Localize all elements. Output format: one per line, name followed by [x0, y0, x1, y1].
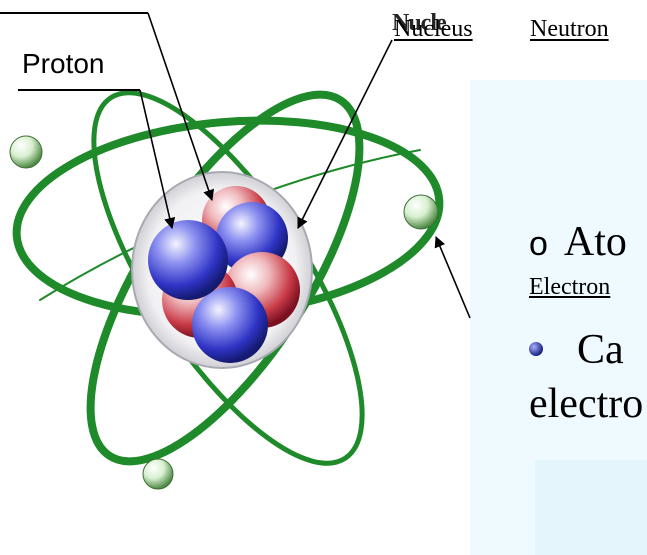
nucleons [148, 186, 300, 363]
electrons [9, 135, 439, 490]
bullet-2-text: Ca [577, 327, 624, 373]
electron-link[interactable]: Electron [529, 274, 611, 300]
electron-right [403, 194, 439, 230]
proton-front [148, 220, 228, 300]
leader-lines [139, 12, 471, 319]
electron-bottom [142, 458, 174, 490]
bullet-item-1: o Ato [529, 218, 627, 266]
top-leader [147, 12, 215, 202]
top-label-underline [0, 12, 148, 14]
slide-background-panel-lower [535, 460, 647, 555]
hollow-circle-bullet-icon: o [529, 225, 548, 263]
blue-sphere-bullet-icon [529, 342, 543, 357]
electron-leader [434, 235, 471, 319]
bullet-item-2: Ca [529, 326, 624, 374]
proton-bottom [192, 287, 268, 363]
bullet-1-text: Ato [563, 219, 627, 265]
proton-label-underline [18, 89, 140, 91]
neutron-label[interactable]: Neutron [530, 16, 609, 42]
proton-label: Proton [22, 48, 105, 79]
proton-leader [139, 89, 176, 230]
nucleus-label[interactable]: Nucleus [394, 16, 473, 42]
electron-left [9, 135, 43, 169]
nucleus-leader [297, 39, 393, 230]
bullet-2-continuation: electro [529, 381, 644, 427]
nucle-label-overlap: Nucle [392, 10, 447, 36]
